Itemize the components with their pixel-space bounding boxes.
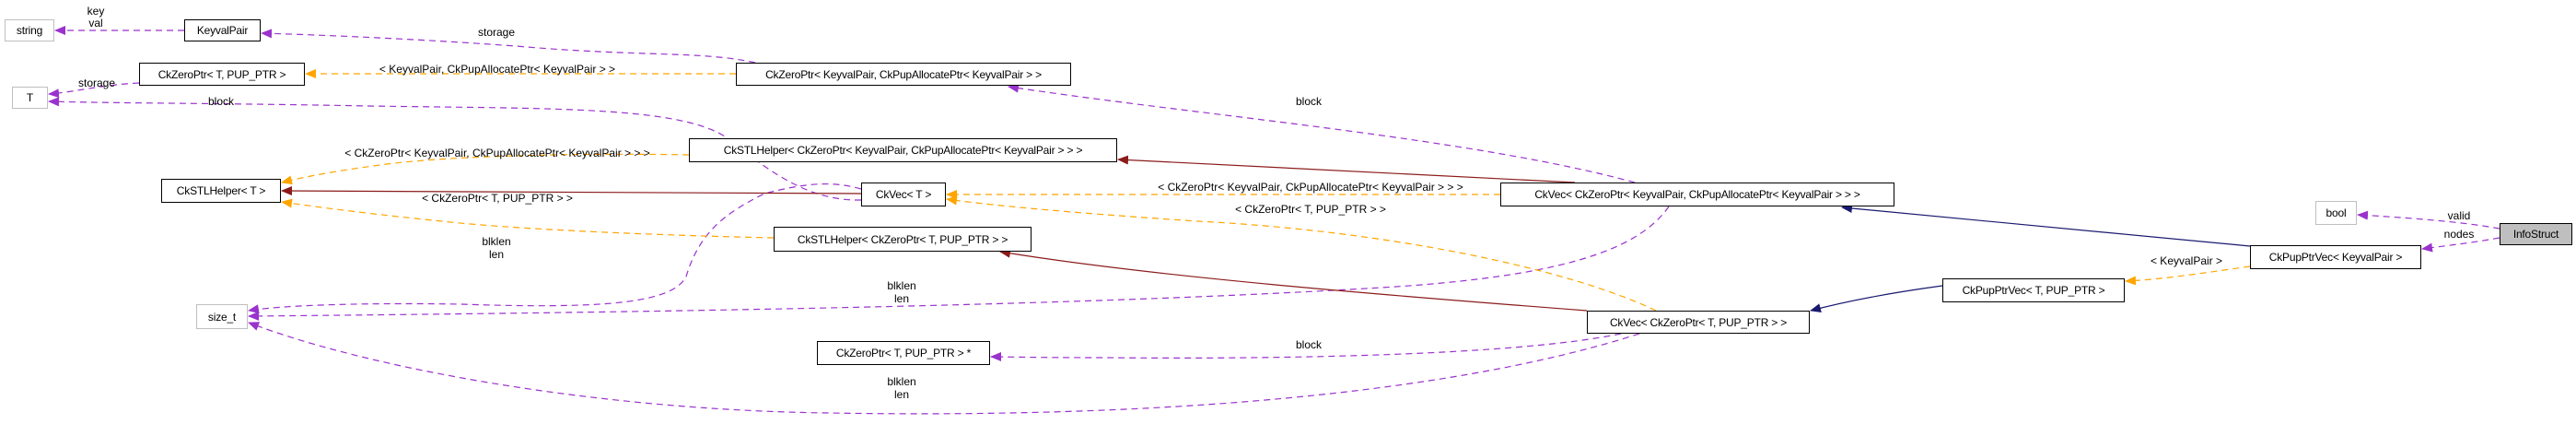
edge-label-tmpl-vec-zt: < CkZeroPtr< T, PUP_PTR > > xyxy=(1235,203,1386,216)
edge-ckvec-zt-ckzeroptr-t-ptr xyxy=(990,333,1622,362)
edge-label-tmpl-stl-zt: < CkZeroPtr< T, PUP_PTR > > xyxy=(422,192,573,205)
edge-label-blklen-3: blklen xyxy=(887,375,915,388)
node-ckpupptrvec-keyvalpair[interactable]: CkPupPtrVec< KeyvalPair > xyxy=(2250,245,2421,269)
edge-ckpupptrvec-kv-ckpupptrvec-t xyxy=(2125,265,2251,286)
edge-label-len-3: len xyxy=(894,388,909,401)
node-ckvec-t[interactable]: CkVec< T > xyxy=(861,183,946,206)
edge-label-block-kv: block xyxy=(1296,95,1323,108)
edge-label-tmpl-stl-kv: < CkZeroPtr< KeyvalPair, CkPupAllocatePt… xyxy=(344,147,650,159)
node-ckpupptrvec-t[interactable]: CkPupPtrVec< T, PUP_PTR > xyxy=(1942,278,2125,302)
edge-ckvec-t-ckstlhelper-t xyxy=(281,186,862,196)
edge-label-tmpl-vec-kv: < CkZeroPtr< KeyvalPair, CkPupAllocatePt… xyxy=(1158,181,1463,194)
edge-ckvec-zt-size-t xyxy=(248,322,1640,415)
edge-label-tmpl-kv-pair: < KeyvalPair, CkPupAllocatePtr< KeyvalPa… xyxy=(379,63,615,76)
node-string[interactable]: string xyxy=(5,19,54,41)
edge-ckstlhelper-zt-ckstlhelper-t xyxy=(281,198,775,239)
edge-ckzeroptr-t-t xyxy=(48,82,140,99)
node-size-t[interactable]: size_t xyxy=(196,304,248,329)
node-ckvec-ckzeroptr-t[interactable]: CkVec< CkZeroPtr< T, PUP_PTR > > xyxy=(1587,311,1810,334)
edge-infostruct-ckpupptrvec-kv xyxy=(2421,237,2500,253)
node-t[interactable]: T xyxy=(12,87,48,109)
edge-label-key: key xyxy=(87,5,105,18)
edge-label-val: val xyxy=(88,17,102,29)
edge-ckvec-zt-ckvec-t xyxy=(946,195,1657,312)
edge-infostruct-bool xyxy=(2357,210,2500,230)
edge-label-nodes: nodes xyxy=(2444,228,2475,241)
edge-ckvec-kv-ckzeroptr-kv xyxy=(1008,83,1636,183)
edge-label-len-2: len xyxy=(894,292,909,305)
edge-label-len-1: len xyxy=(489,248,504,261)
edge-label-storage-t: storage xyxy=(78,77,115,89)
edge-ckvec-t-t xyxy=(48,97,862,201)
edge-label-block-t: block xyxy=(208,95,235,108)
edge-label-valid: valid xyxy=(2448,209,2471,222)
edge-ckpupptrvec-kv-ckvec-kv xyxy=(1841,204,2251,247)
edge-ckvec-kv-size-t xyxy=(248,206,1670,321)
node-ckzeroptr-keyvalpair[interactable]: CkZeroPtr< KeyvalPair, CkPupAllocatePtr<… xyxy=(736,63,1071,86)
edge-label-tmpl-pup-kv: < KeyvalPair > xyxy=(2151,254,2222,267)
edge-ckpupptrvec-t-ckvec-zt xyxy=(1810,285,1943,313)
node-keyvalpair[interactable]: KeyvalPair xyxy=(184,19,261,41)
node-ckstlhelper-keyvalpair[interactable]: CkSTLHelper< CkZeroPtr< KeyvalPair, CkPu… xyxy=(689,138,1117,162)
node-infostruct[interactable]: InfoStruct xyxy=(2500,223,2572,245)
edge-ckvec-zt-ckstlhelper-zt xyxy=(999,248,1588,312)
node-ckzeroptr-t-pointer[interactable]: CkZeroPtr< T, PUP_PTR > * xyxy=(817,341,990,365)
edge-label-block-zt: block xyxy=(1296,338,1323,351)
node-ckstlhelper-t[interactable]: CkSTLHelper< T > xyxy=(161,179,281,203)
edge-label-blklen-1: blklen xyxy=(482,235,510,248)
node-ckstlhelper-ckzeroptr-t[interactable]: CkSTLHelper< CkZeroPtr< T, PUP_PTR > > xyxy=(774,227,1032,252)
node-bool[interactable]: bool xyxy=(2315,201,2357,225)
edge-label-blklen-2: blklen xyxy=(887,279,915,292)
node-ckvec-ckzeroptr-keyvalpair[interactable]: CkVec< CkZeroPtr< KeyvalPair, CkPupAlloc… xyxy=(1500,183,1894,206)
edge-ckvec-kv-ckstlhelper-kv xyxy=(1117,155,1576,183)
edge-label-storage-kv: storage xyxy=(478,26,515,39)
node-ckzeroptr-t[interactable]: CkZeroPtr< T, PUP_PTR > xyxy=(139,63,305,86)
